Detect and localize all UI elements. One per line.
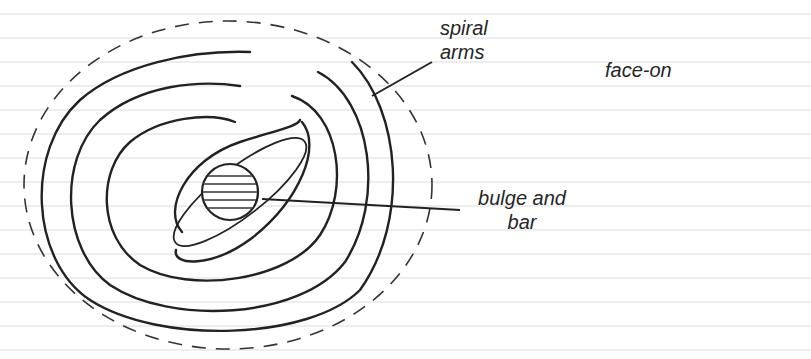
halo-outline (24, 21, 432, 349)
annotation-label: bulge and bar (466, 186, 578, 234)
ruled-line (0, 254, 811, 255)
ruled-line (0, 302, 811, 303)
ruled-line (0, 86, 811, 87)
hatch-line (200, 207, 260, 209)
annotation-label: spiral arms (440, 16, 510, 64)
hatch-line (200, 199, 260, 201)
bulge-hatching (200, 176, 260, 208)
spiral-arm (176, 122, 310, 261)
spiral-arm (42, 52, 393, 331)
spiral-arms (42, 52, 393, 331)
hatch-line (200, 183, 260, 185)
ruled-line (0, 182, 811, 183)
hatch-line (200, 175, 260, 177)
spiral-arm (175, 120, 300, 232)
ruled-line (0, 14, 811, 15)
ruled-line (0, 278, 811, 279)
leader-line (262, 199, 460, 210)
ruled-line (0, 158, 811, 159)
hatch-line (200, 191, 260, 193)
ruled-lines (0, 14, 811, 350)
annotation-label: face-on (605, 58, 745, 82)
ruled-line (0, 110, 811, 111)
bar-outline (161, 123, 320, 262)
spiral-arm (71, 72, 368, 311)
ruled-line (0, 326, 811, 327)
ruled-line (0, 134, 811, 135)
ruled-line (0, 230, 811, 231)
ruled-line (0, 350, 811, 351)
ruled-line (0, 62, 811, 63)
ruled-line (0, 38, 811, 39)
spiral-arm (107, 96, 337, 281)
leader-line (372, 62, 432, 96)
